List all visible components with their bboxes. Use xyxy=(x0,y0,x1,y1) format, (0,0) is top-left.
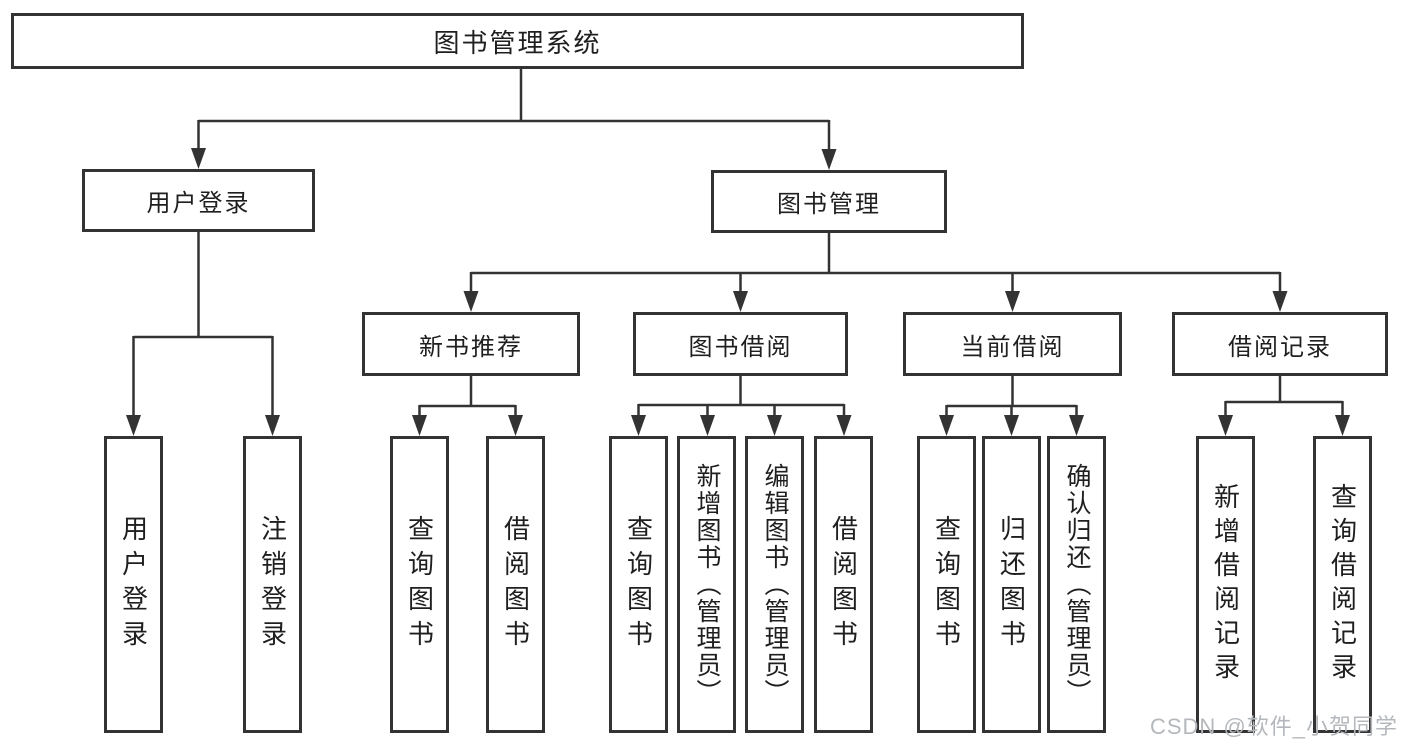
leaf-query-books-current: 查询图书 xyxy=(917,436,976,733)
leaf-add-borrow-record-label: 新增借阅记录 xyxy=(1210,482,1241,687)
leaf-add-books-admin: 新增图书（管理员） xyxy=(677,436,736,733)
node-new-book-recommend: 新书推荐 xyxy=(362,312,580,376)
leaf-return-books-label: 归还图书 xyxy=(996,514,1027,655)
leaf-query-borrow-record: 查询借阅记录 xyxy=(1313,436,1372,733)
node-book-borrow: 图书借阅 xyxy=(633,312,848,376)
leaf-borrow-books-recommend: 借阅图书 xyxy=(486,436,545,733)
leaf-borrow-books: 借阅图书 xyxy=(814,436,873,733)
leaf-add-borrow-record: 新增借阅记录 xyxy=(1196,436,1255,733)
leaf-user-login-label: 用户登录 xyxy=(118,514,149,655)
leaf-borrow-books-label: 借阅图书 xyxy=(828,514,859,655)
leaf-add-books-admin-label: 新增图书（管理员） xyxy=(693,463,721,706)
node-root: 图书管理系统 xyxy=(11,13,1024,69)
leaf-query-books-recommend-label: 查询图书 xyxy=(404,514,435,655)
leaf-confirm-return-admin-label: 确认归还（管理员） xyxy=(1063,463,1091,706)
leaf-borrow-books-recommend-label: 借阅图书 xyxy=(500,514,531,655)
leaf-user-login: 用户登录 xyxy=(104,436,163,733)
leaf-query-books-recommend: 查询图书 xyxy=(390,436,449,733)
node-current-borrow: 当前借阅 xyxy=(903,312,1122,376)
arrowheads xyxy=(126,148,1350,436)
leaf-query-books-current-label: 查询图书 xyxy=(931,514,962,655)
leaf-confirm-return-admin: 确认归还（管理员） xyxy=(1047,436,1106,733)
leaf-return-books: 归还图书 xyxy=(982,436,1041,733)
node-user-login: 用户登录 xyxy=(82,169,315,232)
leaf-query-books-borrow: 查询图书 xyxy=(609,436,668,733)
node-book-management: 图书管理 xyxy=(711,170,947,233)
leaf-query-books-borrow-label: 查询图书 xyxy=(623,514,654,655)
leaf-edit-books-admin-label: 编辑图书（管理员） xyxy=(761,463,789,706)
leaf-logout: 注销登录 xyxy=(243,436,302,733)
leaf-edit-books-admin: 编辑图书（管理员） xyxy=(745,436,804,733)
node-borrow-records: 借阅记录 xyxy=(1172,312,1388,376)
leaf-logout-label: 注销登录 xyxy=(257,514,288,655)
leaf-query-borrow-record-label: 查询借阅记录 xyxy=(1327,482,1358,687)
watermark: CSDN @软件_小贺同学 xyxy=(1149,714,1398,739)
